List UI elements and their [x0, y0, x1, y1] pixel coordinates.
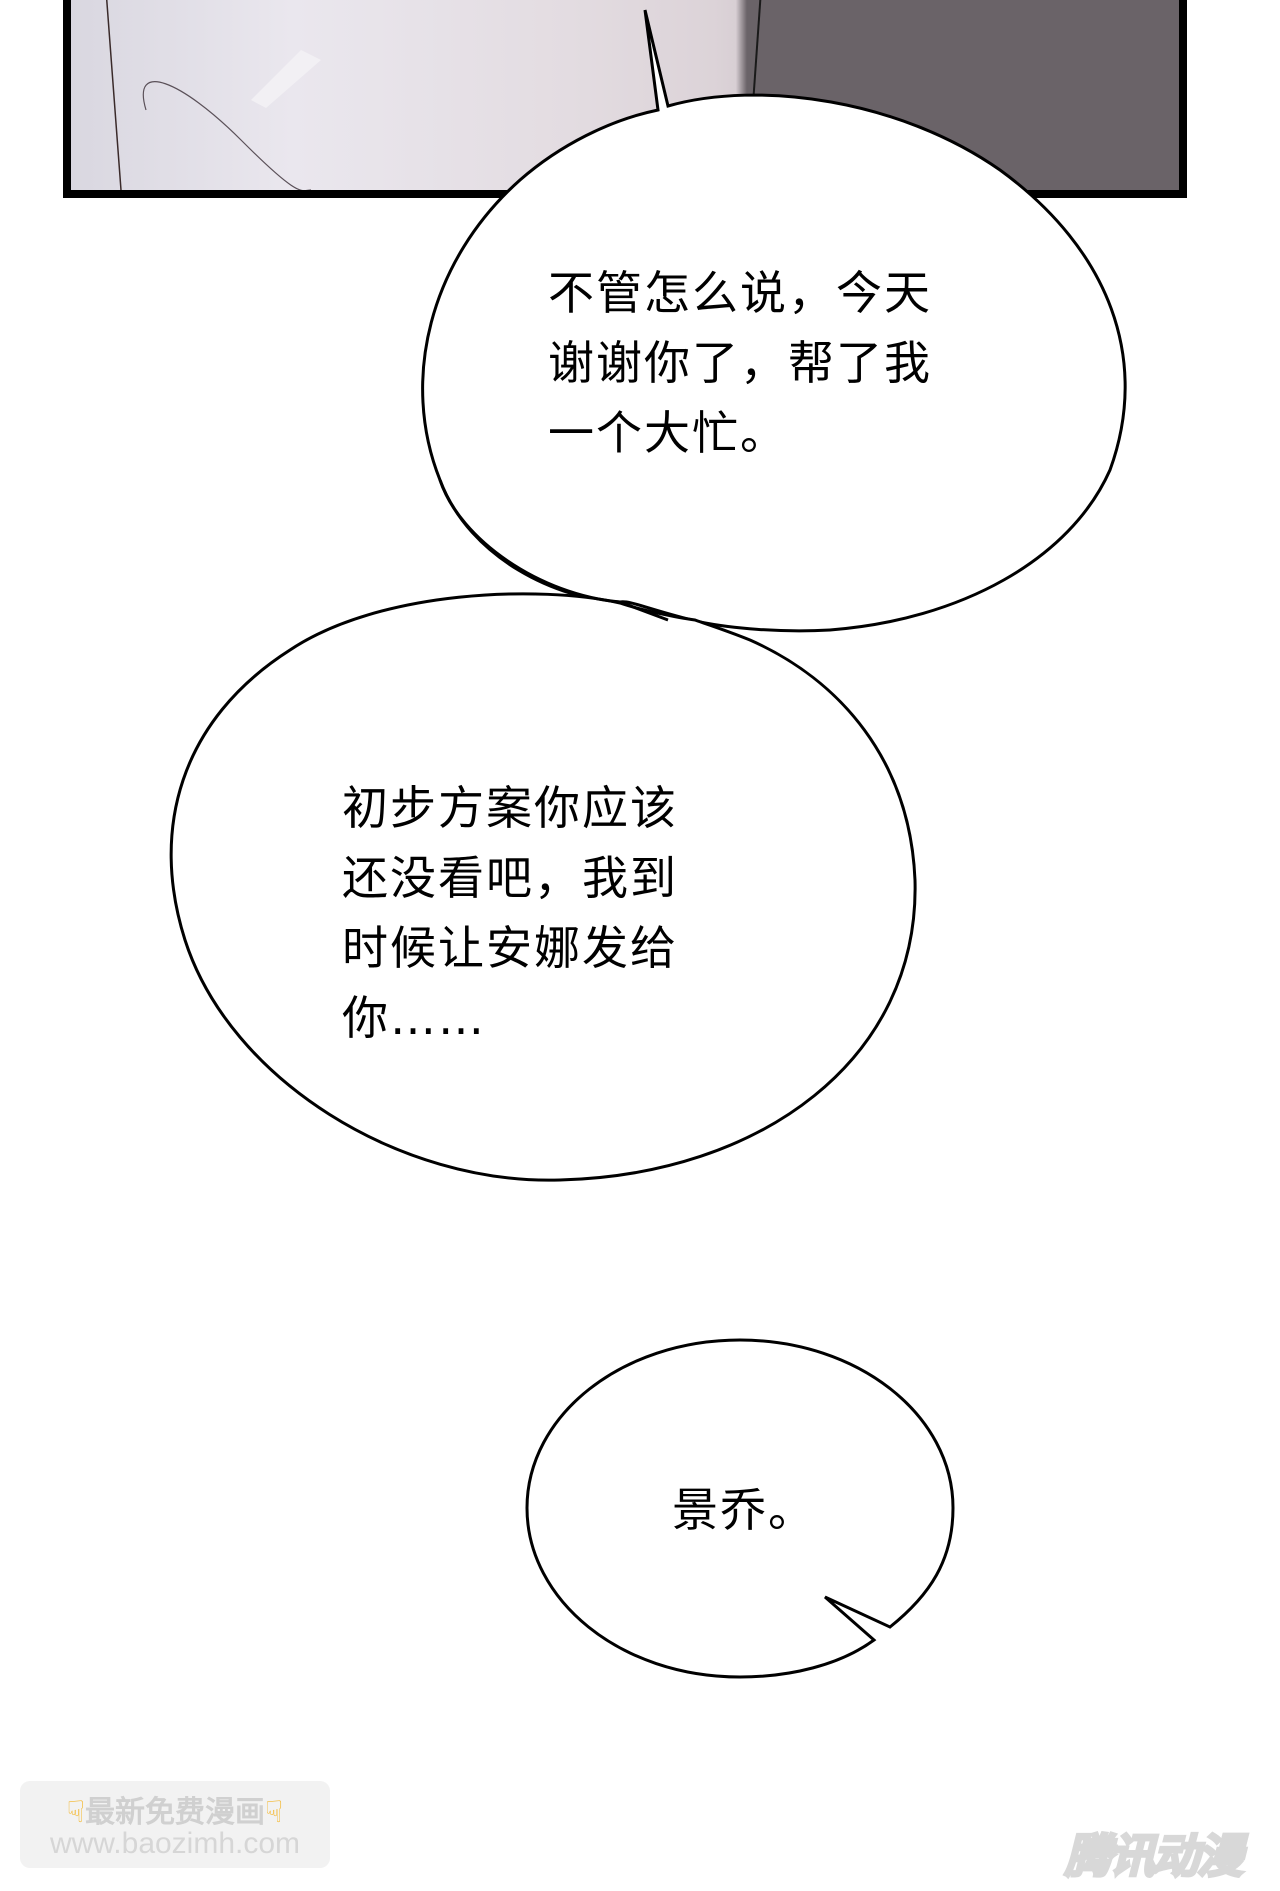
bubble-2-text: 初步方案你应该还没看吧，我到时候让安娜发给你…… [342, 781, 678, 1045]
bubble-3-text: 景乔。 [672, 1483, 816, 1537]
publisher-logo: 腾讯动漫 [1064, 1828, 1245, 1885]
watermark-badge[interactable]: ☟最新免费漫画☟ www.baozimh.com [20, 1781, 330, 1868]
watermark-url[interactable]: www.baozimh.com [49, 1827, 301, 1860]
comic-panel [63, 0, 1187, 198]
speech-bubble-1 [421, 9, 1127, 633]
speech-bubble-3 [525, 1338, 955, 1679]
watermark-title: ☟最新免费漫画☟ [66, 1795, 284, 1830]
pointing-down-hand-icon: ☟ [66, 1795, 85, 1830]
bubble-1-text: 不管怎么说，今天谢谢你了，帮了我一个大忙。 [548, 266, 932, 460]
speech-bubble-2 [169, 592, 917, 1182]
pointing-down-hand-icon: ☟ [265, 1795, 284, 1830]
